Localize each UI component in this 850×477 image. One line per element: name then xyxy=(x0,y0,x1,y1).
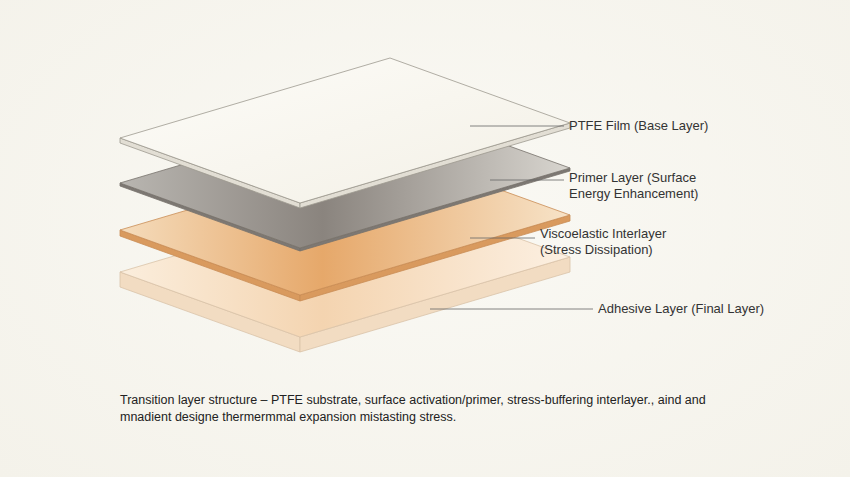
callout-label: Primer Layer (Surface Energy Enhancement… xyxy=(569,170,739,202)
layer-face xyxy=(120,58,570,203)
figure-caption: Transition layer structure – PTFE substr… xyxy=(120,392,720,426)
leader-lines xyxy=(430,126,593,309)
callout-label: PTFE Film (Base Layer) xyxy=(569,118,769,134)
material-layer xyxy=(120,58,570,208)
leader-line xyxy=(490,180,564,181)
callout-label: Adhesive Layer (Final Layer) xyxy=(598,301,798,317)
leader-line xyxy=(470,126,564,127)
leader-line xyxy=(470,238,535,239)
leader-line xyxy=(430,309,593,310)
callout-label: Viscoelastic Interlayer (Stress Dissipat… xyxy=(540,226,700,258)
